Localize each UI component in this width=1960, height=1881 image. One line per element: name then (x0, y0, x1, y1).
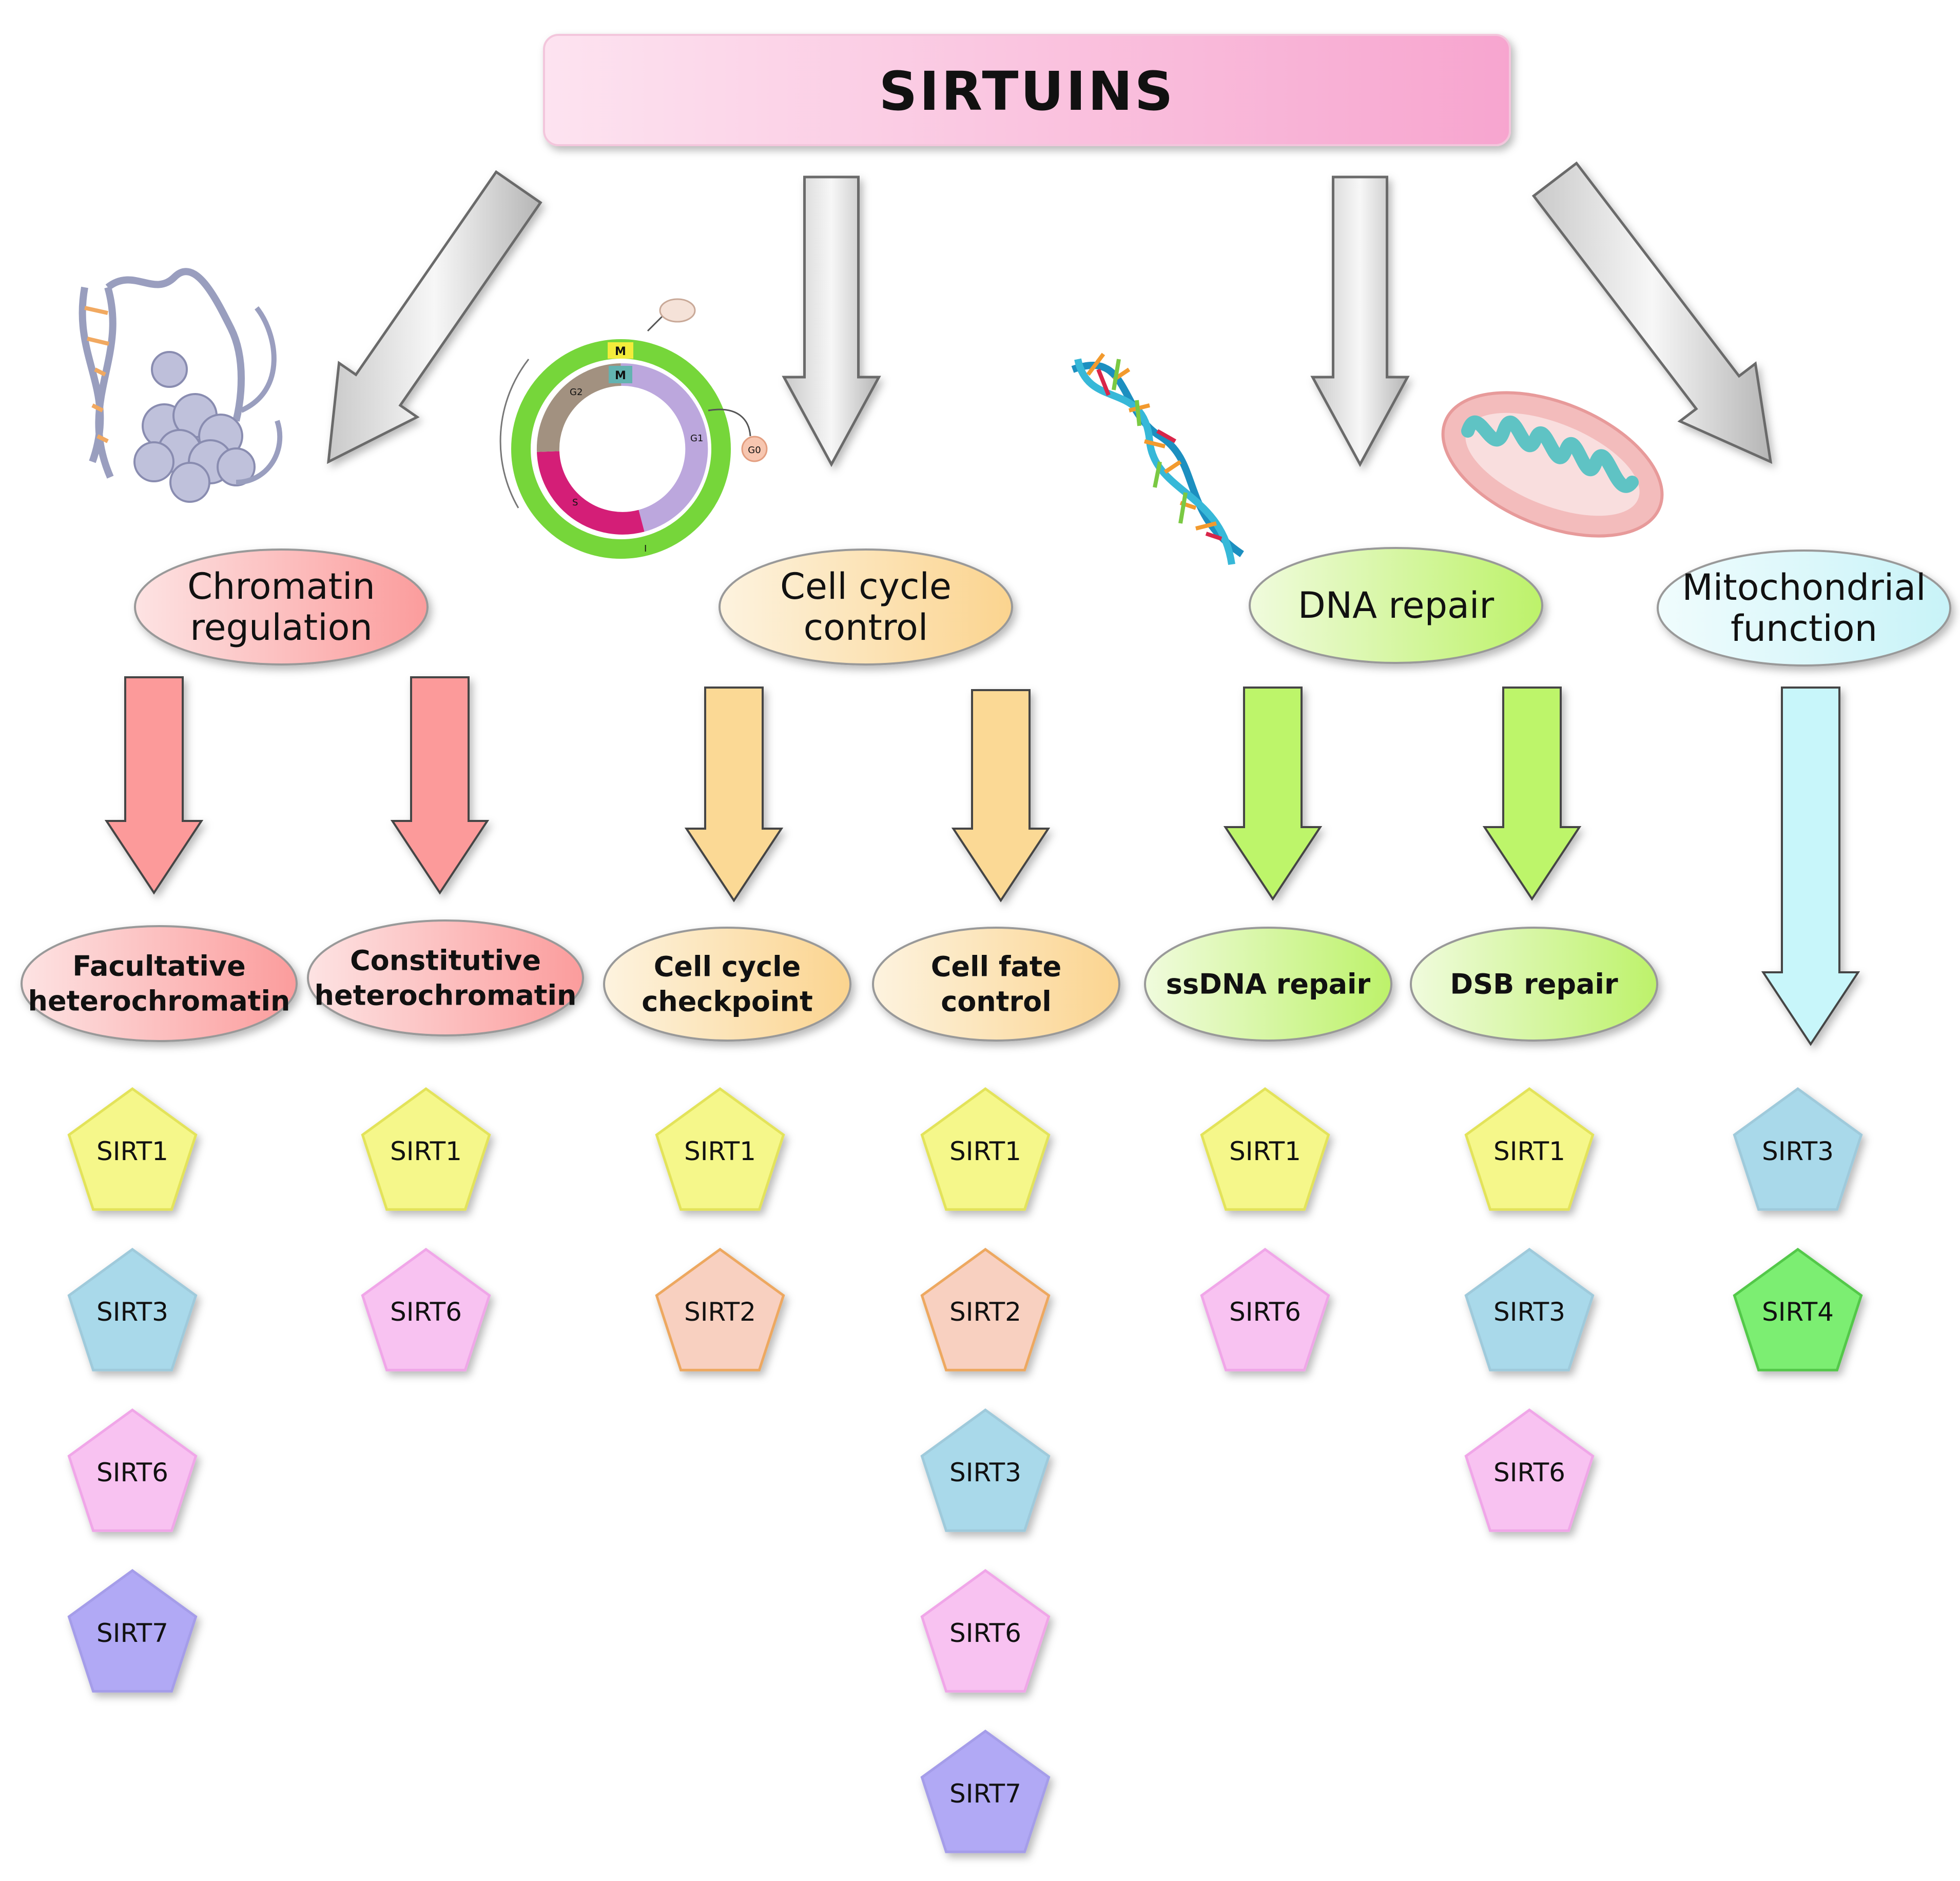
sirtuin-pentagon (1733, 1247, 1863, 1371)
category-ellipse (134, 548, 429, 665)
sirtuin-pentagon (655, 1087, 785, 1211)
cell-cycle-g1: G1 (690, 433, 703, 444)
sirtuin-pentagon (67, 1569, 198, 1693)
sirtuin-label: SIRT7 (949, 1779, 1021, 1809)
subcategory-label: Constitutive (350, 945, 541, 977)
dna-helix-illustration (1071, 352, 1244, 565)
sirtuin-pentagon (67, 1408, 198, 1532)
sirtuin-label: SIRT7 (96, 1618, 168, 1648)
sirtuin-pentagon (1464, 1408, 1595, 1532)
category-label: DNA repair (1298, 584, 1494, 626)
sirtuin-pentagon (67, 1087, 198, 1211)
title-box (543, 34, 1511, 146)
sirtuin-pentagon (1733, 1087, 1863, 1211)
cell-cycle-g2: G2 (570, 387, 583, 398)
cell-cycle-illustration: M M G2 G1 S I G0 (499, 298, 768, 559)
subcategories: FacultativeheterochromatinConstitutivehe… (21, 919, 1658, 1042)
sirtuin-label: SIRT3 (96, 1297, 168, 1327)
category-arrow (104, 676, 204, 895)
subcategory-ellipse (307, 919, 584, 1036)
subcategory-ellipse (1410, 927, 1658, 1042)
subcategory-label: checkpoint (642, 986, 813, 1018)
subcategory-ellipse (872, 927, 1120, 1042)
subcategory-label: heterochromatin (315, 979, 577, 1012)
category-label: regulation (190, 606, 373, 649)
subcategory-label: Cell fate (931, 951, 1061, 983)
sirtuin-label: SIRT1 (1493, 1137, 1565, 1166)
sirtuin-label: SIRT1 (1229, 1137, 1301, 1166)
subcategory-label: Cell cycle (654, 951, 801, 983)
sirtuin-label: SIRT1 (390, 1137, 462, 1166)
subcategory-label: DSB repair (1450, 968, 1618, 1001)
sirtuin-label: SIRT6 (1493, 1458, 1565, 1487)
sirtuin-lists: SIRT1SIRT3SIRT6SIRT7SIRT1SIRT6SIRT1SIRT2… (67, 1087, 1863, 1853)
sirtuin-label: SIRT6 (1229, 1297, 1301, 1327)
cell-cycle-s: S (572, 497, 578, 508)
sirtuin-label: SIRT2 (684, 1297, 756, 1327)
subcategory-ellipse (603, 927, 851, 1042)
sirtuin-label: SIRT6 (96, 1458, 168, 1487)
grey-arrow-1 (327, 170, 542, 464)
cell-cycle-g0: G0 (748, 445, 761, 456)
sirtuin-pentagon (361, 1087, 491, 1211)
sirtuin-pentagon (920, 1087, 1051, 1211)
mitochondrion-illustration (1441, 391, 1664, 538)
category-arrow (1482, 687, 1582, 901)
sirtuin-pentagon (1200, 1247, 1330, 1371)
grey-arrow-4 (1531, 161, 1773, 464)
subcategory-label: heterochromatin (28, 985, 290, 1017)
sirtuin-pentagon (67, 1247, 198, 1371)
diagram-title: SIRTUINS (879, 60, 1175, 123)
sirtuin-label: SIRT2 (949, 1297, 1021, 1327)
sirtuin-label: SIRT6 (949, 1618, 1021, 1648)
grey-arrow-3 (1310, 175, 1410, 467)
sirtuin-label: SIRT3 (1762, 1137, 1834, 1166)
chromatin-illustration (79, 268, 283, 503)
sirtuin-label: SIRT1 (96, 1137, 168, 1166)
subcategory-label: control (941, 986, 1052, 1018)
category-arrow (390, 676, 490, 895)
sirtuin-pentagon (920, 1569, 1051, 1693)
subcategory-ellipse (21, 925, 298, 1042)
sirtuin-pentagon (1200, 1087, 1330, 1211)
category-arrow (1761, 687, 1860, 1046)
sirtuin-label: SIRT4 (1762, 1297, 1834, 1327)
sirtuin-pentagon (1464, 1247, 1595, 1371)
category-label: function (1731, 608, 1877, 650)
category-arrow (684, 687, 784, 903)
sirtuin-pentagon (920, 1408, 1051, 1532)
subcategory-ellipse (1144, 927, 1392, 1042)
cell-cycle-m-outer: M (615, 345, 626, 358)
sirtuin-pentagon (361, 1247, 491, 1371)
sirtuin-label: SIRT1 (684, 1137, 756, 1166)
category-arrow (951, 689, 1051, 903)
category-arrow (1223, 687, 1323, 901)
grey-arrows (327, 161, 1773, 467)
category-label: Mitochondrial (1682, 566, 1926, 609)
sirtuin-label: SIRT3 (1493, 1297, 1565, 1327)
category-ellipse (1657, 550, 1951, 667)
sirtuin-pentagon (920, 1729, 1051, 1853)
sirtuin-label: SIRT3 (949, 1458, 1021, 1487)
subcategory-label: Facultative (72, 950, 246, 983)
sirtuin-pentagon (1464, 1087, 1595, 1211)
category-ellipse (719, 548, 1013, 665)
sirtuin-label: SIRT1 (949, 1137, 1021, 1166)
category-arrows (104, 676, 1860, 1046)
subcategory-label: ssDNA repair (1166, 968, 1371, 1001)
sirtuin-pentagon (920, 1247, 1051, 1371)
category-label: Cell cycle (780, 565, 952, 608)
sirtuin-label: SIRT6 (390, 1297, 462, 1327)
category-label: control (804, 606, 928, 649)
cell-cycle-i: I (644, 543, 647, 554)
category-label: Chromatin (187, 565, 375, 608)
grey-arrow-2 (782, 175, 881, 467)
category-ellipse (1249, 547, 1543, 664)
cell-cycle-m-inner: M (615, 369, 626, 382)
sirtuin-pentagon (655, 1247, 785, 1371)
